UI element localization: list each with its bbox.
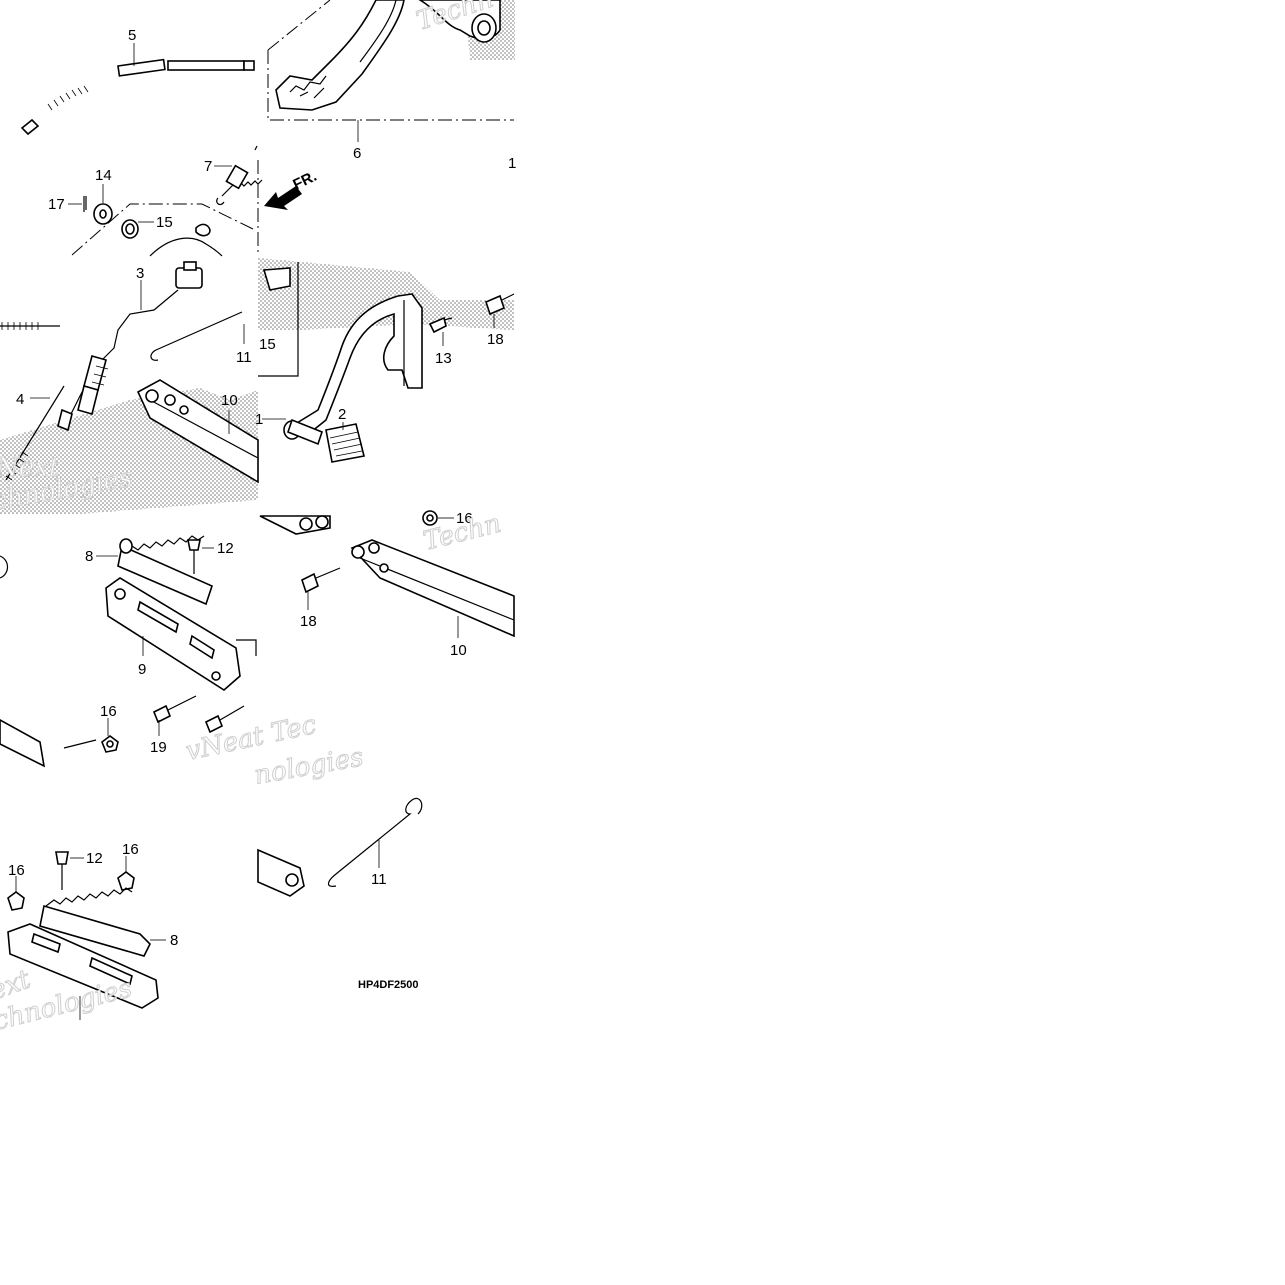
tile-bottom-middle: 11 HP4DF2500 nologies bbox=[252, 742, 423, 991]
callout-10: 10 bbox=[221, 392, 238, 409]
tile-middle-left: 3 4 11 15 10 Next chnologies bbox=[0, 261, 277, 517]
tile-lower-left: 8 12 9 19 16 bbox=[0, 535, 320, 768]
callout-9: 9 bbox=[138, 661, 146, 678]
washer bbox=[93, 203, 113, 225]
nut-c bbox=[7, 891, 25, 911]
stop-switch bbox=[57, 261, 203, 432]
callout-1-fragment: 1 bbox=[508, 155, 516, 172]
callout-14: 14 bbox=[95, 167, 112, 184]
brake-pedal bbox=[275, 0, 501, 111]
tile-top-left: 5 7 17 14 15 bbox=[20, 27, 263, 257]
callout-6: 6 bbox=[353, 145, 361, 162]
nut-b bbox=[117, 871, 135, 891]
step-bolt-b bbox=[55, 851, 69, 890]
callout-16d: 16 bbox=[8, 862, 25, 879]
brake-pedal-main bbox=[283, 293, 423, 446]
callout-8b: 8 bbox=[170, 932, 178, 949]
nut bbox=[422, 510, 438, 526]
cotter-pin bbox=[83, 196, 87, 212]
callout-11b: 11 bbox=[371, 871, 387, 888]
callout-18: 18 bbox=[487, 331, 504, 348]
lock-nut bbox=[101, 735, 119, 753]
tile-bottom-left: 12 16 16 8 ext chnologies bbox=[0, 841, 178, 1037]
socket-bolt bbox=[152, 695, 197, 724]
callout-1: 1 bbox=[255, 411, 263, 428]
dust-seal bbox=[121, 219, 139, 239]
tile-lower-middle: 10 16 18 Techn bbox=[259, 508, 515, 659]
callout-19: 19 bbox=[150, 739, 167, 756]
step-bar-b bbox=[7, 923, 159, 1009]
callout-5: 5 bbox=[128, 27, 136, 44]
return-spring bbox=[5, 385, 65, 481]
callout-16c: 16 bbox=[122, 841, 139, 858]
foot-step bbox=[117, 535, 213, 606]
tile-top-middle: 6 1 FR. Techn bbox=[264, 0, 516, 210]
callout-15: 15 bbox=[156, 214, 173, 231]
brake-spring bbox=[216, 145, 263, 206]
callout-13: 13 bbox=[435, 350, 452, 367]
step-bar bbox=[105, 577, 257, 691]
watermark-fragment: Next bbox=[0, 453, 60, 483]
diagram-code: HP4DF2500 bbox=[358, 979, 419, 991]
step-bolt bbox=[187, 539, 201, 574]
front-direction-arrow: FR. bbox=[264, 168, 319, 210]
flange-bolt bbox=[428, 316, 453, 334]
callout-12: 12 bbox=[217, 540, 234, 557]
callout-2: 2 bbox=[338, 406, 346, 423]
callout-10b: 10 bbox=[450, 642, 467, 659]
callout-18b: 18 bbox=[300, 613, 317, 630]
brake-cable bbox=[20, 58, 255, 136]
callout-7: 7 bbox=[204, 158, 212, 175]
brake-arm-assembly bbox=[350, 539, 515, 638]
callout-4: 4 bbox=[16, 391, 24, 408]
spring-hook bbox=[150, 298, 277, 361]
callout-3: 3 bbox=[136, 265, 144, 282]
callout-8: 8 bbox=[85, 548, 93, 565]
callout-11: 11 bbox=[236, 349, 252, 366]
pedal-rubber bbox=[325, 423, 365, 463]
foot-step-b bbox=[39, 887, 151, 957]
spring-hook-b bbox=[327, 797, 423, 887]
callout-17: 17 bbox=[48, 196, 65, 213]
callout-12b: 12 bbox=[86, 850, 103, 867]
callout-15b: 15 bbox=[259, 336, 276, 353]
callout-16: 16 bbox=[100, 703, 117, 720]
pivot-bolt bbox=[485, 293, 515, 316]
brake-arm bbox=[136, 379, 259, 484]
bolt bbox=[301, 567, 341, 594]
callout-16b: 16 bbox=[456, 510, 473, 527]
tile-middle: 1 2 13 18 bbox=[255, 258, 515, 463]
